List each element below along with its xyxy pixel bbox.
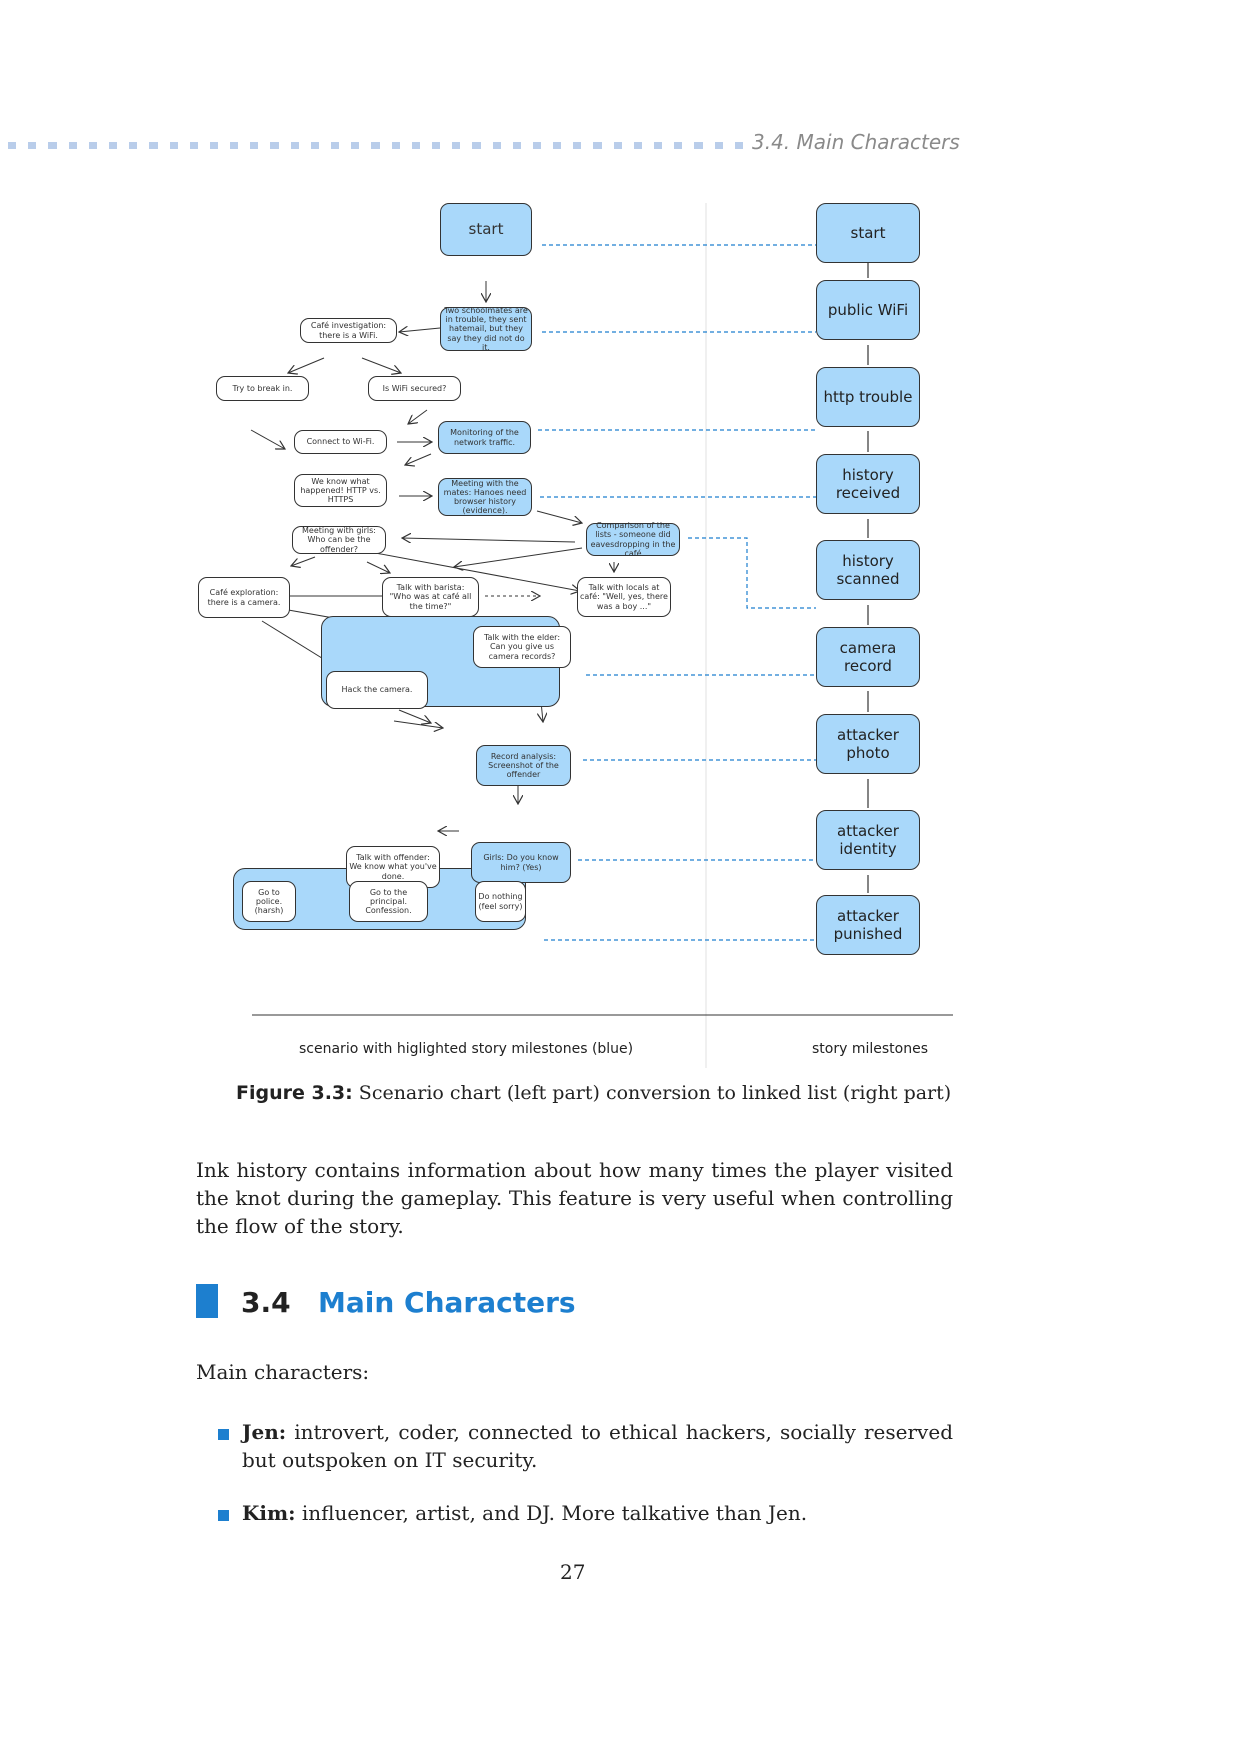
caption-text: Scenario chart (left part) conversion to… (358, 1082, 952, 1104)
schoolmates-trouble-node: Two schoolmates are in trouble, they sen… (440, 306, 532, 352)
milestone-attacker-identity: attacker identity (816, 810, 920, 870)
cafe-investigation-node: Café investigation: there is a WiFi. (300, 318, 397, 343)
body-paragraph: Ink history contains information about h… (196, 1158, 953, 1238)
monitoring-node: Monitoring of the network traffic. (438, 421, 531, 454)
bullet-kim: Kim: influencer, artist, and DJ. More ta… (242, 1499, 953, 1527)
meeting-mates-node: Meeting with the mates: Hanoes need brow… (438, 478, 532, 516)
scenario-figure: start Two schoolmates are in trouble, th… (185, 198, 965, 1098)
bullet-marker (218, 1429, 229, 1440)
section-title: Main Characters (318, 1286, 576, 1319)
meeting-girls-node: Meeting with girls: Who can be the offen… (292, 526, 386, 554)
page-number: 27 (560, 1560, 586, 1584)
caption-label: Figure 3.3: (236, 1082, 353, 1104)
bullet-marker (218, 1510, 229, 1521)
section-marker (196, 1284, 218, 1318)
bullet-name: Jen: (242, 1420, 287, 1444)
header-dot-rule (8, 142, 743, 150)
scenario-start-node: start (440, 203, 532, 256)
hack-camera-node: Hack the camera. (326, 671, 428, 709)
record-analysis-node: Record analysis: Screenshot of the offen… (476, 745, 571, 786)
running-head: 3.4. Main Characters (752, 130, 960, 154)
milestone-history-received: history received (816, 454, 920, 514)
go-principal-node: Go to the principal. Confession. (349, 881, 428, 922)
talk-barista-node: Talk with barista: "Who was at café all … (382, 577, 479, 617)
bullet-name: Kim: (242, 1501, 296, 1525)
intro-text: Main characters: (196, 1360, 370, 1384)
girls-know-node: Girls: Do you know him? (Yes) (471, 842, 571, 883)
milestone-history-scanned: history scanned (816, 540, 920, 600)
section-number: 3.4 (241, 1286, 291, 1319)
milestone-attacker-punished: attacker punished (816, 895, 920, 955)
bullet-jen: Jen: introvert, coder, connected to ethi… (242, 1418, 953, 1474)
milestones-label: story milestones (812, 1041, 928, 1057)
comparison-node: Comparison of the lists - someone did ea… (586, 521, 680, 558)
bullet-text: influencer, artist, and DJ. More talkati… (301, 1501, 808, 1525)
connect-wifi-node: Connect to Wi-Fi. (294, 430, 387, 454)
milestone-public-wifi: public WiFi (816, 280, 920, 340)
we-know-node: We know what happened! HTTP vs. HTTPS (294, 474, 387, 507)
wifi-secured-node: Is WiFi secured? (368, 376, 461, 401)
milestone-camera-record: camera record (816, 627, 920, 687)
talk-elder-node: Talk with the elder: Can you give us cam… (473, 626, 571, 668)
bullet-text: introvert, coder, connected to ethical h… (242, 1420, 953, 1472)
cafe-exploration-node: Café exploration: there is a camera. (198, 577, 290, 618)
figure-caption: Figure 3.3: Scenario chart (left part) c… (236, 1082, 951, 1104)
try-break-in-node: Try to break in. (216, 376, 309, 401)
milestone-start: start (816, 203, 920, 263)
go-police-node: Go to police. (harsh) (242, 881, 296, 922)
figure-connectors (250, 203, 953, 1068)
do-nothing-node: Do nothing (feel sorry) (475, 881, 526, 922)
talk-locals-node: Talk with locals at café: "Well, yes, th… (577, 577, 671, 617)
milestone-attacker-photo: attacker photo (816, 714, 920, 774)
scenario-label: scenario with higlighted story milestone… (299, 1041, 634, 1057)
milestone-http-trouble: http trouble (816, 367, 920, 427)
